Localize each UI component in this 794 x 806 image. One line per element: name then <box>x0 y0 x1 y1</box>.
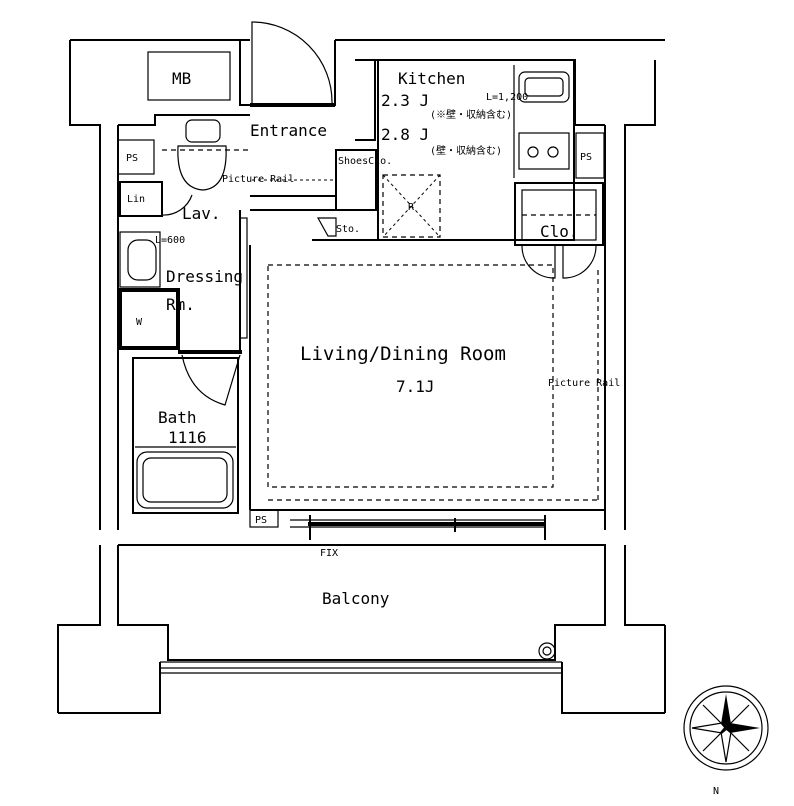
kitchen-size-a: 2.3 J <box>381 91 429 110</box>
balcony-railing <box>58 624 666 714</box>
ps-left-label: PS <box>126 153 138 164</box>
vanity <box>119 231 161 288</box>
kitchen-note-a: (※壁・収納含む) <box>430 108 512 121</box>
mb-box <box>147 51 231 101</box>
kitchen-counter-length: L=1,200 <box>486 92 528 103</box>
dressing-label: Dressing <box>166 267 243 286</box>
ps-bottom-box <box>249 509 279 528</box>
picture-rail-entrance-label: Picture Rail <box>222 174 294 185</box>
stove-icon <box>518 132 570 170</box>
fridge-label: R <box>408 202 415 213</box>
picture-rail-living-label: Picture Rail <box>548 378 620 389</box>
kitchen-label: Kitchen <box>398 69 465 88</box>
ps-right-label: PS <box>580 152 592 163</box>
kitchen-size-b: 2.8 J <box>381 125 429 144</box>
ps-bottom-label: PS <box>255 515 267 526</box>
balcony-window[interactable] <box>290 515 546 540</box>
linen-box <box>119 181 163 217</box>
closet-doors[interactable] <box>521 244 597 279</box>
ps-left-box <box>117 139 155 175</box>
bath-door[interactable] <box>181 354 241 406</box>
kitchen-note-b: (壁・収納含む) <box>430 144 502 157</box>
living-label: Living/Dining Room <box>300 343 506 365</box>
shoes-closet <box>335 149 377 211</box>
dressing-rm-label: Rm. <box>166 295 195 314</box>
lavatory-lin-label: Lin <box>127 194 145 205</box>
sink-icon <box>518 71 570 103</box>
living-room-boundary <box>267 264 554 488</box>
ps-right-box <box>575 132 605 179</box>
fridge-space <box>382 174 441 238</box>
storage-shelf <box>316 217 337 237</box>
bath-size-label: 1116 <box>168 428 207 447</box>
compass-north-label: N <box>713 786 719 797</box>
closet <box>514 182 604 246</box>
closet-label: Clo. <box>540 222 579 241</box>
sliding-door[interactable] <box>239 217 248 339</box>
bath-area <box>132 357 239 514</box>
entrance-label: Entrance <box>250 121 327 140</box>
lavatory-label: Lav. <box>182 204 221 223</box>
bath-label: Bath <box>158 408 197 427</box>
vanity-length-label: L=600 <box>155 235 185 246</box>
compass-icon <box>683 685 769 771</box>
shoes-closet-label: ShoesClo. <box>338 156 392 167</box>
mb-label: MB <box>172 69 191 88</box>
bathtub-icon <box>136 451 234 509</box>
washer-space <box>118 288 180 350</box>
entrance-door[interactable] <box>250 21 335 107</box>
living-size-label: 7.1J <box>396 377 435 396</box>
storage-label: Sto. <box>336 224 360 235</box>
toilet-icon <box>177 119 227 191</box>
drain-icon <box>538 642 556 660</box>
balcony-label: Balcony <box>322 589 390 608</box>
washer-label: W <box>136 317 143 328</box>
lavatory-door[interactable] <box>161 194 193 216</box>
balcony-area <box>117 544 606 661</box>
fix-window-label: FIX <box>320 548 338 559</box>
